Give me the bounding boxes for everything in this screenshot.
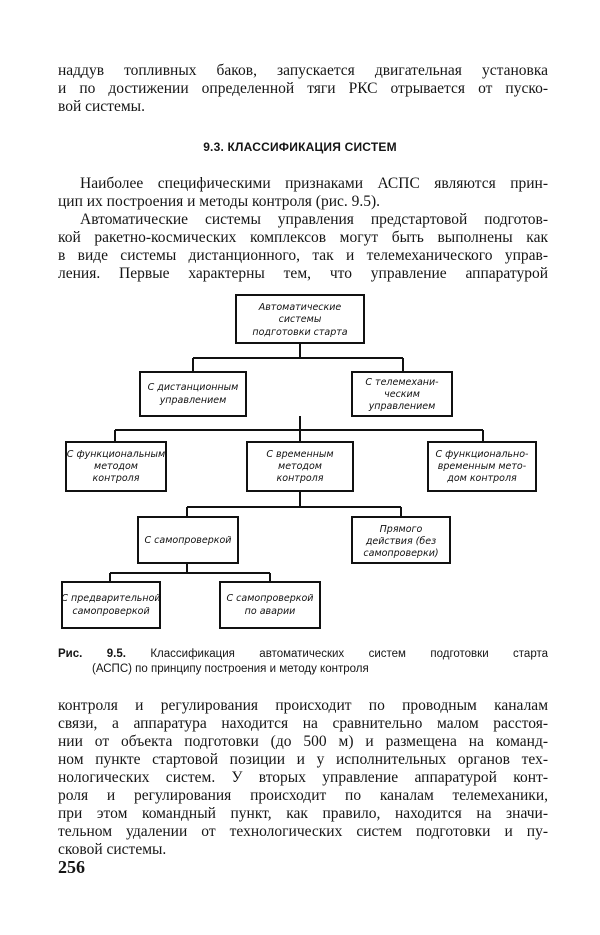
- text-line: ном пункте стартовой позиции и у исполни…: [58, 751, 548, 768]
- box-direct-action-line: действия (без: [365, 536, 436, 547]
- box-remote-control: [139, 371, 247, 417]
- box-direct-action-line: самопроверки): [363, 548, 438, 559]
- text-line: тельном удалении от технологических сист…: [58, 823, 548, 840]
- box-telemechanical-control-line: управлением: [368, 401, 436, 412]
- text-line: контроля и регулирования происходит по п…: [58, 697, 548, 714]
- box-preliminary-self-check-line: С предварительной: [61, 593, 160, 604]
- box-functional-temporal-method-line: дом контроля: [446, 473, 517, 484]
- caption-label: Рис. 9.5.: [58, 648, 126, 660]
- box-functional-method-line: контроля: [93, 473, 140, 484]
- top-paragraph: наддув топливных баков, запускается двиг…: [58, 62, 548, 116]
- text-line: при этом командный пункт, как правило, н…: [58, 805, 548, 822]
- box-functional-temporal-method-line: С функционально-: [436, 449, 530, 460]
- figure-caption: Рис. 9.5. Классификация автоматических с…: [58, 647, 548, 677]
- box-temporal-method-line: С временным: [266, 449, 333, 460]
- box-self-check-line: С самопроверкой: [145, 535, 232, 546]
- box-functional-method-line: методом: [94, 461, 138, 472]
- classification-diagram: Автоматические системы подготовки старта…: [61, 294, 537, 629]
- box-root: [235, 294, 365, 344]
- text-line: цип их построения и методы контроля (рис…: [58, 193, 381, 210]
- box-temporal-method: [246, 441, 354, 492]
- box-telemechanical-control: [351, 371, 453, 417]
- text-line: кой ракетно-космических комплексов могут…: [58, 229, 548, 246]
- box-temporal-method-line: методом: [278, 461, 322, 472]
- caption-line-2: (АСПС) по принципу построения и методу к…: [92, 663, 369, 675]
- box-emergency-self-check-line: по аварии: [245, 606, 296, 617]
- box-direct-action-line: Прямого: [380, 524, 423, 535]
- bottom-paragraph: контроля и регулирования происходит по п…: [58, 697, 548, 859]
- box-direct-action: [351, 516, 451, 564]
- box-root-line: системы: [279, 314, 322, 325]
- text-line: нологических систем. У вторых управление…: [58, 769, 548, 786]
- paragraph-1: Наиболее специфическими признаками АСПС …: [58, 175, 548, 211]
- text-line: в виде системы дистанционного, так и тел…: [58, 247, 548, 264]
- text-line: наддув топливных баков, запускается двиг…: [58, 62, 548, 79]
- box-functional-method-line: С функциональным: [67, 449, 165, 460]
- box-temporal-method-line: контроля: [277, 473, 324, 484]
- box-self-check: [137, 516, 239, 564]
- caption-text: Классификация автоматических систем подг…: [150, 648, 548, 660]
- section-heading: 9.3. КЛАССИФИКАЦИЯ СИСТЕМ: [203, 140, 397, 154]
- box-remote-control-line: С дистанционным: [148, 382, 239, 393]
- connector-lines: [109, 343, 484, 582]
- box-functional-method: [65, 441, 167, 492]
- box-root-line: Автоматические: [258, 302, 342, 313]
- box-preliminary-self-check-line: самопроверкой: [72, 606, 149, 617]
- text-line: нии от объекта подготовки (до 500 м) и р…: [58, 733, 548, 750]
- box-emergency-self-check-line: С самопроверкой: [227, 593, 314, 604]
- box-telemechanical-control-line: С телемехани-: [365, 377, 439, 388]
- text-line: Автоматические системы управления предст…: [80, 211, 548, 228]
- text-line: и по достижении определенной тяги РКС от…: [58, 80, 548, 97]
- box-root-line: подготовки старта: [252, 327, 347, 338]
- box-preliminary-self-check: [61, 581, 161, 629]
- text-line: вой системы.: [58, 98, 145, 115]
- text-line: ления. Первые характерны тем, что управл…: [58, 265, 548, 282]
- box-remote-control-line: управлением: [159, 395, 227, 406]
- paragraph-2: Автоматические системы управления предст…: [58, 211, 548, 283]
- box-telemechanical-control-line: ческим: [384, 389, 420, 400]
- caption-line-1: Рис. 9.5. Классификация автоматических с…: [58, 647, 548, 662]
- page-number: 256: [58, 857, 85, 877]
- box-emergency-self-check: [219, 581, 321, 629]
- box-functional-temporal-method-line: временным мето-: [438, 461, 527, 472]
- box-functional-temporal-method: [427, 441, 537, 492]
- text-line: сковой системы.: [58, 841, 167, 858]
- text-line: связи, а аппаратура находится на сравнит…: [58, 715, 548, 732]
- text-line: Наиболее специфическими признаками АСПС …: [80, 175, 548, 192]
- text-line: роля и регулирования происходит по канал…: [58, 787, 548, 804]
